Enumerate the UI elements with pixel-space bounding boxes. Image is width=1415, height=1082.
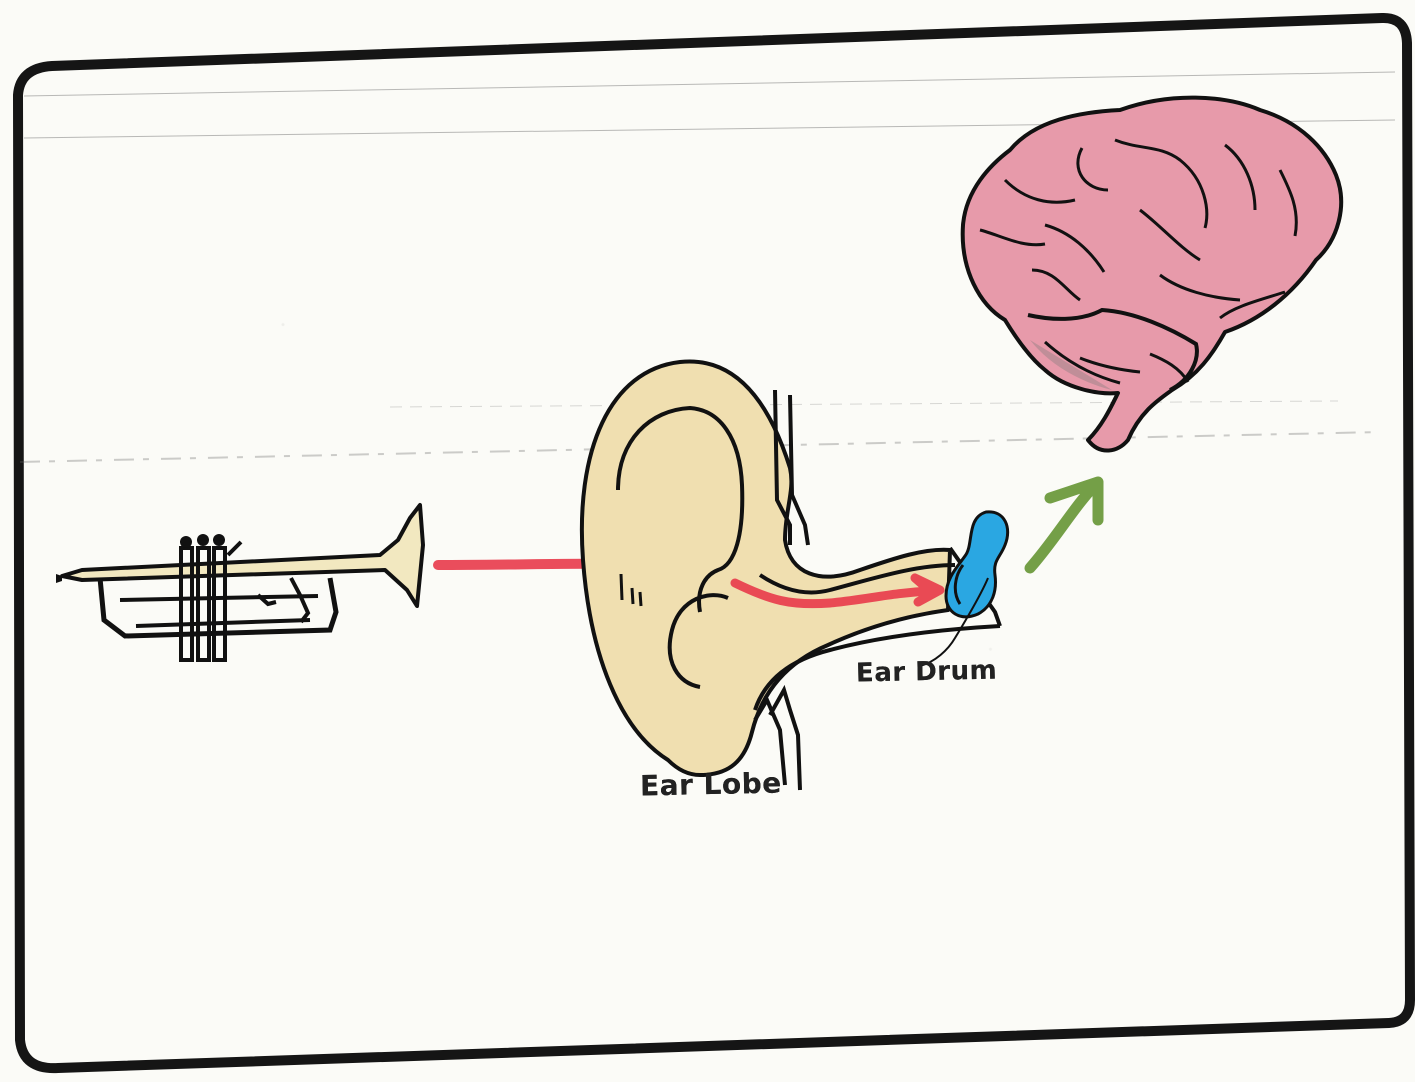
ear-lobe-label: Ear Lobe <box>640 767 782 803</box>
brain-icon <box>963 98 1341 451</box>
trumpet-icon <box>56 505 423 660</box>
ear-drum-label: Ear Drum <box>856 656 998 689</box>
ear-icon <box>582 361 1000 790</box>
nerve-signal-arrow <box>1030 482 1098 568</box>
